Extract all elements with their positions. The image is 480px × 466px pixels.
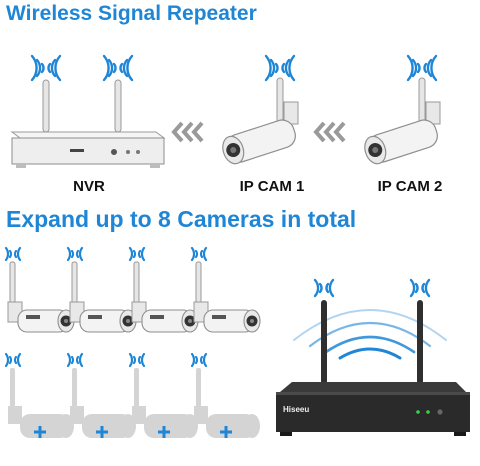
wifi-signal-icon — [264, 54, 296, 82]
camera-placeholder — [128, 352, 198, 438]
wifi-signal-icon — [66, 352, 84, 368]
nvr-device — [10, 54, 166, 168]
ip-camera-2 — [364, 54, 441, 165]
wifi-signal-icon — [313, 278, 335, 298]
plus-icon — [96, 426, 108, 438]
label-ip-cam-1: IP CAM 1 — [239, 178, 305, 195]
chevron-left-icon — [313, 121, 346, 143]
nvr-black-device — [276, 278, 470, 436]
camera-active — [66, 246, 137, 333]
camera-active — [128, 246, 199, 333]
wifi-signal-icon — [190, 246, 208, 262]
camera-active — [4, 246, 75, 333]
wifi-signal-icon — [190, 352, 208, 368]
camera-row-active — [4, 246, 261, 333]
plus-icon — [158, 426, 170, 438]
camera-placeholder — [190, 352, 260, 438]
plus-icon — [220, 426, 232, 438]
ip-camera-1 — [222, 54, 299, 165]
section-title-repeater: Wireless Signal Repeater — [6, 2, 257, 25]
wifi-signal-icon — [4, 246, 22, 262]
wifi-signal-icon — [128, 246, 146, 262]
chevron-left-icon — [171, 121, 204, 143]
plus-icon — [34, 426, 46, 438]
label-nvr: NVR — [73, 178, 105, 195]
wifi-signal-icon — [102, 54, 134, 82]
label-ip-cam-2: IP CAM 2 — [377, 178, 443, 195]
camera-placeholder — [4, 352, 74, 438]
wifi-signal-icon — [4, 352, 22, 368]
wifi-signal-icon — [66, 246, 84, 262]
camera-active — [190, 246, 261, 333]
section-title-expand: Expand up to 8 Cameras in total — [6, 206, 357, 232]
camera-row-expandable — [4, 352, 260, 438]
brand-logo: Hiseeu — [283, 405, 310, 414]
wifi-signal-icon — [406, 54, 438, 82]
wifi-signal-icon — [30, 54, 62, 82]
camera-placeholder — [66, 352, 136, 438]
wifi-signal-icon — [409, 278, 431, 298]
wifi-signal-icon — [128, 352, 146, 368]
